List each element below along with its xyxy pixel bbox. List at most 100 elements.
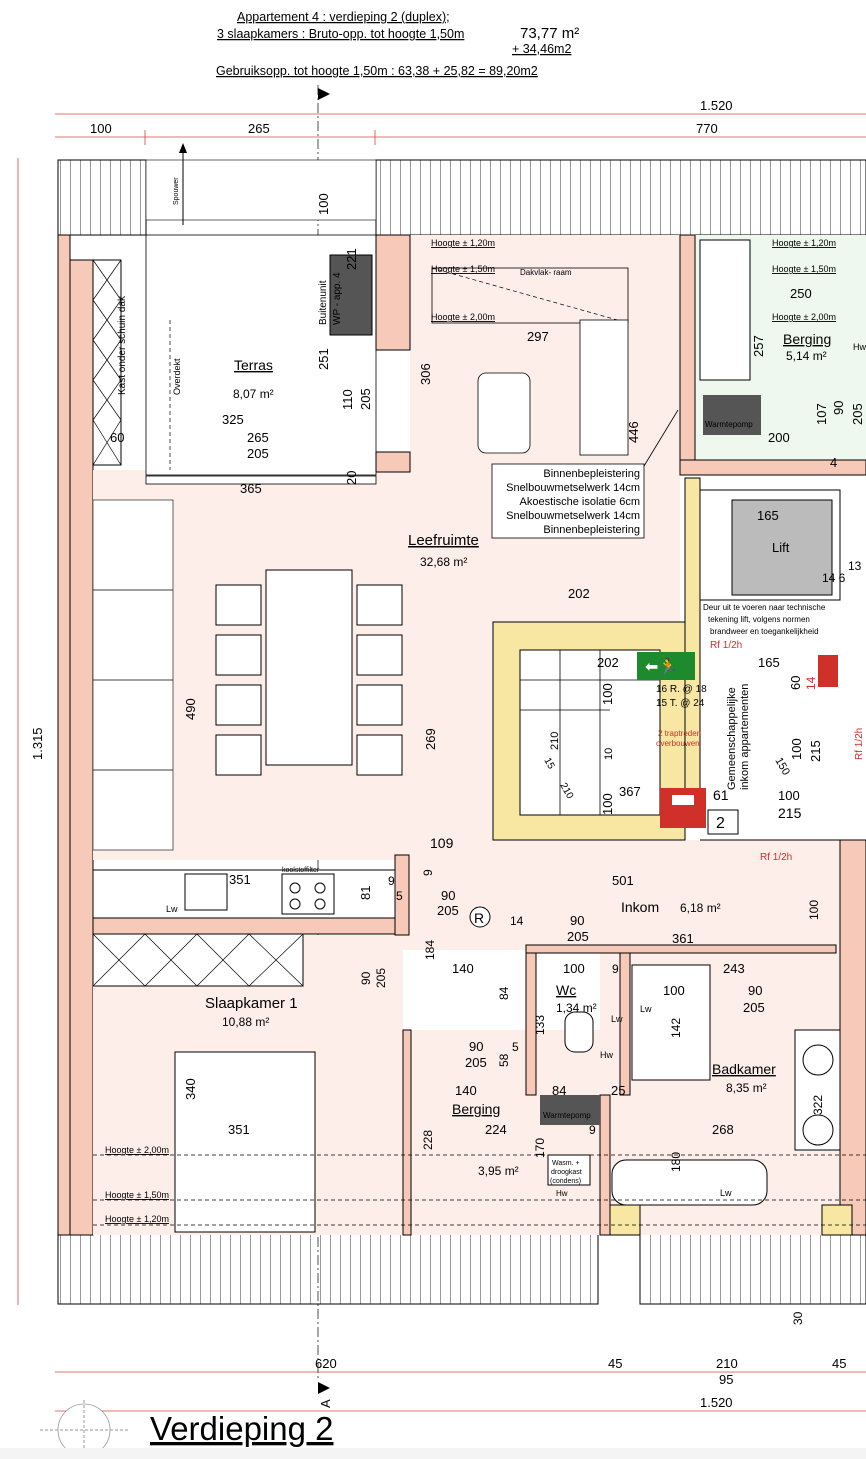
bed <box>174 1051 316 1233</box>
kitchen-sink <box>184 873 228 911</box>
m14: 14 <box>804 676 818 690</box>
m205f: 205 <box>743 1000 765 1015</box>
header-line1: Appartement 4 : verdieping 2 (duplex); <box>237 10 450 24</box>
stair-well <box>519 649 661 816</box>
room-wc-name: Wc <box>556 982 576 998</box>
deur-note-3: brandweer en toegankelijkheid <box>710 627 819 636</box>
door-number: 2 <box>716 815 725 832</box>
berging-shelves <box>699 239 751 381</box>
m100c: 100 <box>778 788 800 803</box>
m200: 200 <box>768 430 790 445</box>
wp-app-label: WP - app. 4 <box>332 272 343 325</box>
wall-inkom-left <box>394 854 410 936</box>
room-berging-bottom-area: 3,95 m² <box>478 1164 519 1178</box>
height-120-r: Hoogte ± 1,20m <box>772 238 836 248</box>
m100e: 100 <box>600 793 615 815</box>
wall-lift-left <box>684 477 701 819</box>
m165b: 165 <box>758 655 780 670</box>
top-dimensions: 1.520 100 265 770 <box>55 98 866 145</box>
m140b: 140 <box>455 1083 477 1098</box>
rf-label-1: Rf 1/2h <box>710 640 742 651</box>
wasm1: Wasm. + <box>552 1160 580 1167</box>
height-200-t: Hoogte ± 2,00m <box>431 312 495 322</box>
m361: 361 <box>672 931 694 946</box>
dim-bottom-d: 45 <box>832 1356 846 1371</box>
m90d: 90 <box>748 983 762 998</box>
koolstoffilter-label: koolstoffilter <box>282 867 320 874</box>
measurements: 100 221 251 110 205 20 306 325 60 265 20… <box>110 193 865 1325</box>
m30: 30 <box>791 1311 805 1325</box>
shower <box>631 964 711 1081</box>
inkom-fill <box>400 840 840 950</box>
m367: 367 <box>619 784 641 799</box>
m90f: 90 <box>359 971 373 985</box>
m224: 224 <box>485 1122 507 1137</box>
m221: 221 <box>344 248 359 270</box>
wall-left <box>57 234 71 1236</box>
m210: 210 <box>549 732 561 750</box>
roof-band-bottom-left <box>57 1231 599 1305</box>
height-150-b: Hoogte ± 1,50m <box>105 1190 169 1200</box>
wall-inkom-bottom <box>525 944 837 954</box>
wall-left-inner <box>69 259 94 1236</box>
warmtepomp-label: Warmtepomp <box>705 420 753 429</box>
lw-shower: Lw <box>640 1004 652 1014</box>
dim-bottom-total: 1.520 <box>700 1395 733 1410</box>
svg-text:Akoestische isolatie 6cm: Akoestische isolatie 6cm <box>520 496 640 508</box>
header-line2a: 3 slaapkamers : Bruto-opp. tot hoogte 1,… <box>217 27 464 41</box>
m205c: 205 <box>850 403 865 425</box>
m60: 60 <box>110 430 124 445</box>
m5b: 5 <box>512 1040 519 1054</box>
m205d: 205 <box>437 903 459 918</box>
wasm3: (condens) <box>550 1178 581 1185</box>
room-berging-top-area: 5,14 m² <box>786 349 827 363</box>
lw-label: Lw <box>720 1188 732 1198</box>
m58: 58 <box>497 1053 511 1067</box>
gemeenschappelijke-label: Gemeenschappelijke <box>726 687 738 790</box>
m205h: 205 <box>374 968 388 988</box>
dim-bottom-b: 45 <box>608 1356 622 1371</box>
buitenunit-box <box>329 254 373 336</box>
m501: 501 <box>612 873 634 888</box>
dining-table <box>265 569 353 766</box>
wall-badkamer-left <box>599 1094 611 1236</box>
kast-label: Kast onder schuin dak <box>117 295 128 395</box>
coffee-table <box>477 372 531 454</box>
m250: 250 <box>790 286 812 301</box>
page-title: Verdieping 2 <box>150 1410 333 1447</box>
m90: 90 <box>831 401 846 415</box>
dim-top-b: 265 <box>248 121 270 136</box>
m90b: 90 <box>441 888 455 903</box>
dim-bottom-c: 210 <box>716 1356 738 1371</box>
wall-berging-left-b <box>402 1029 412 1236</box>
left-dimension: 1.315 <box>17 158 45 1305</box>
dim-top-total: 1.520 <box>700 98 733 113</box>
m228: 228 <box>421 1130 435 1150</box>
dim-bottom-c2: 95 <box>719 1372 733 1387</box>
buitenunit-label: Buitenunit <box>318 280 329 325</box>
dim-bottom-a: 620 <box>315 1356 337 1371</box>
m100f: 100 <box>807 900 821 920</box>
m165: 165 <box>757 508 779 523</box>
m215b: 215 <box>778 805 802 821</box>
toilet <box>564 1011 594 1053</box>
traptreden-label: 2 traptreden <box>658 729 701 738</box>
room-slaapkamer-area: 10,88 m² <box>222 1015 269 1029</box>
header-line4: Gebruiksopp. tot hoogte 1,50m : 63,38 + … <box>216 64 538 78</box>
wall-note: Binnenbepleistering Snelbouwmetselwerk 1… <box>491 409 679 539</box>
door-number-badge <box>707 809 739 835</box>
cooktop <box>281 873 335 915</box>
height-150-r: Hoogte ± 1,50m <box>772 264 836 274</box>
room-terras-name: Terras <box>234 357 273 373</box>
rf-label-3: Rf 1/2h <box>854 728 865 760</box>
m100g: 100 <box>563 961 585 976</box>
room-berging-bottom-name: Berging <box>452 1101 500 1117</box>
inkom-app-label: inkom appartementen <box>739 684 751 790</box>
hw-label: Hw <box>556 1189 568 1198</box>
roof-band-bottom-right <box>639 1231 866 1305</box>
lift-label: Lift <box>772 540 790 555</box>
warmtepomp-top <box>703 395 761 435</box>
m61: 61 <box>713 787 729 803</box>
m243: 243 <box>723 961 745 976</box>
